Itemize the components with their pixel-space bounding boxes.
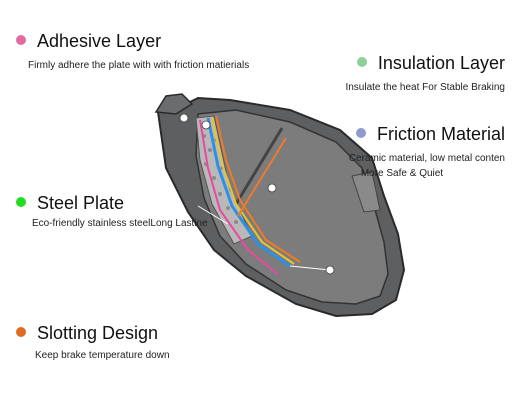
friction-material-shape <box>195 109 389 305</box>
insulation-layer-label: Insulation Layer Insulate the heat For S… <box>345 52 505 94</box>
adhesive-title: Adhesive Layer <box>37 31 162 51</box>
insulation-stripe-blue <box>206 117 291 268</box>
steel-title: Steel Plate <box>37 193 125 213</box>
slotting-desc: Keep brake temperature down <box>35 350 170 361</box>
insulation-desc: Insulate the heat For Stable Braking <box>345 82 505 93</box>
orange-stripe <box>215 115 301 263</box>
marker-dot-friction <box>325 265 335 275</box>
steel-desc: Eco-friendly stainless steelLong Lastine <box>32 218 208 229</box>
plate-ear <box>154 93 194 115</box>
insulation-dot-icon <box>356 57 367 67</box>
marker-dot-insulation <box>201 120 211 130</box>
marker-dot-slotting <box>267 183 277 193</box>
friction-desc-line2: More Safe & Quiet <box>360 168 444 179</box>
friction-material-label: Friction Material Ceramic material, low … <box>348 123 505 180</box>
adhesive-dot-icon <box>16 35 26 45</box>
slotting-dot-icon <box>16 327 26 337</box>
steel-plate-label: Steel Plate Eco-friendly stainless steel… <box>16 192 208 230</box>
adhesive-desc: Firmly adhere the plate with with fricti… <box>28 60 250 71</box>
insulation-stripe-yellow <box>211 117 295 265</box>
adhesive-layer-label: Adhesive Layer Firmly adhere the plate w… <box>16 30 249 72</box>
friction-desc-line1: Ceramic material, low metal conten <box>348 153 505 164</box>
steel-dot-icon <box>16 197 26 207</box>
friction-dot-icon <box>355 128 366 138</box>
insulation-title: Insulation Layer <box>377 53 505 73</box>
marker-dot-adhesive <box>179 113 189 123</box>
slotting-title: Slotting Design <box>37 323 159 343</box>
pointer-line-steel <box>197 205 229 225</box>
adhesive-stripe <box>199 119 279 275</box>
slot-highlight <box>237 137 287 217</box>
friction-title: Friction Material <box>376 124 505 144</box>
chamfer-right <box>351 171 381 213</box>
slot-groove <box>234 127 284 205</box>
pointer-line-friction <box>289 265 331 271</box>
slotting-design-label: Slotting Design Keep brake temperature d… <box>16 322 170 362</box>
